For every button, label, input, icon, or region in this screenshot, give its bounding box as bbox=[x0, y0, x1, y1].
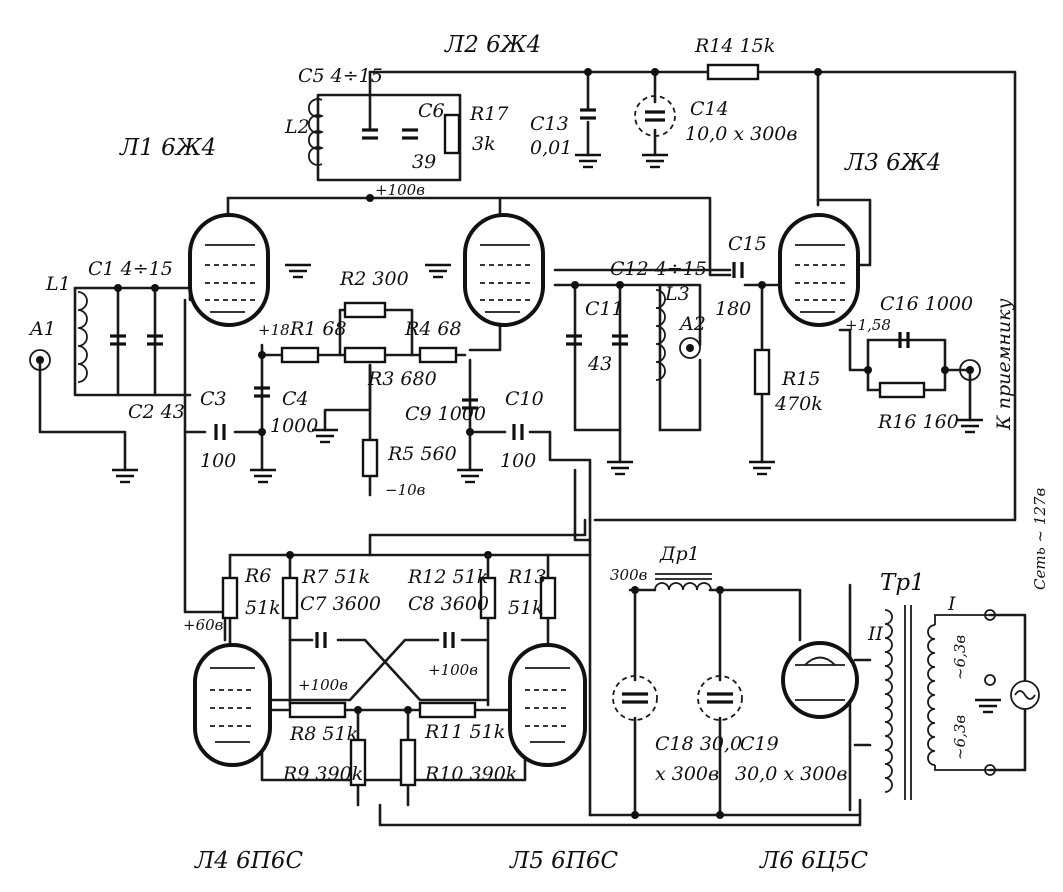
tube-l2-label: Л2 6Ж4 bbox=[444, 32, 541, 58]
c6-label: C6 bbox=[418, 100, 445, 122]
tube-l5-label: Л5 6П6С bbox=[509, 848, 618, 874]
winding-63-a: ~6,3в bbox=[951, 635, 969, 680]
winding-i-label: I bbox=[947, 593, 956, 615]
c10-label: C10 bbox=[505, 388, 544, 410]
c12-label: C12 4÷15 bbox=[610, 258, 707, 280]
r15-value: 470k bbox=[774, 393, 823, 415]
wiring bbox=[38, 70, 1027, 827]
c2-label: C2 43 bbox=[128, 401, 185, 423]
antenna-a1-label: A1 bbox=[28, 318, 56, 340]
choke-dr1 bbox=[654, 573, 712, 591]
c19-label: C19 bbox=[740, 733, 779, 755]
r13-value: 51k bbox=[508, 597, 544, 619]
r6-label: R6 bbox=[244, 565, 271, 587]
c14-label: C14 bbox=[690, 98, 729, 120]
r1-label: R1 68 bbox=[289, 318, 347, 340]
coil-l2 bbox=[308, 98, 324, 166]
r9-label: R9 390k bbox=[282, 763, 363, 785]
tube-l5 bbox=[508, 643, 587, 767]
r14-label: R14 15k bbox=[694, 35, 775, 57]
c14-value: 10,0 x 300в bbox=[685, 123, 797, 145]
r12-label: R12 51k bbox=[407, 566, 488, 588]
tube-l2 bbox=[463, 213, 545, 327]
tube-l6-label: Л6 6Ц5С bbox=[759, 848, 868, 874]
r13-label: R13 bbox=[507, 566, 546, 588]
r10-label: R10 390k bbox=[424, 763, 517, 785]
r4-label: R4 68 bbox=[404, 318, 462, 340]
winding-63-b: ~6,3в bbox=[951, 715, 969, 760]
coil-l3 bbox=[655, 289, 666, 381]
c6-value: 39 bbox=[412, 151, 436, 173]
c1-label: C1 4÷15 bbox=[88, 258, 173, 280]
c4-label: C4 bbox=[282, 388, 309, 410]
resistors bbox=[221, 63, 926, 787]
c7-label: C7 3600 bbox=[300, 593, 381, 615]
r2-label: R2 300 bbox=[339, 268, 409, 290]
coil-l1 bbox=[77, 291, 88, 383]
r15-label: R15 bbox=[781, 368, 820, 390]
r3-label: R3 680 bbox=[367, 368, 437, 390]
c5-label: C5 4÷15 bbox=[298, 65, 383, 87]
mains-label: Сеть ~ 127в bbox=[1031, 488, 1049, 590]
c19-value: 30,0 x 300в bbox=[735, 763, 847, 785]
tube-l3-label: Л3 6Ж4 bbox=[844, 150, 941, 176]
antenna-a2-label: A2 bbox=[678, 313, 706, 335]
r16-label: R16 160 bbox=[877, 411, 959, 433]
r5-label: R5 560 bbox=[387, 443, 457, 465]
c18-label: C18 30,0 bbox=[655, 733, 742, 755]
volt-1-58: +1,58 bbox=[845, 316, 891, 334]
c4-value: 1000 bbox=[270, 415, 318, 437]
c16-label: C16 1000 bbox=[880, 293, 973, 315]
tube-l3 bbox=[778, 213, 860, 327]
c13-value: 0,01 bbox=[530, 137, 572, 159]
c15-label: C15 bbox=[728, 233, 767, 255]
coil-l2-label: L2 bbox=[284, 116, 310, 138]
volt-60-left: +60в bbox=[183, 616, 224, 634]
dr1-label: Др1 bbox=[659, 543, 700, 565]
r17-label: R17 bbox=[469, 103, 509, 125]
c9-label: C9 1000 bbox=[405, 403, 486, 425]
c3-label: C3 bbox=[200, 388, 227, 410]
r7-label: R7 51k bbox=[301, 566, 370, 588]
labels: Л1 6Ж4 Л2 6Ж4 Л3 6Ж4 Л4 6П6С Л5 6П6С Л6 … bbox=[28, 32, 1049, 874]
tube-l4 bbox=[193, 643, 272, 767]
volt-minus10: −10в bbox=[385, 481, 426, 499]
tube-l6 bbox=[781, 641, 859, 719]
coil-l3-label: L3 bbox=[664, 283, 690, 305]
volt-100-b: +100в bbox=[428, 661, 478, 679]
c15-value: 180 bbox=[715, 298, 751, 320]
c8-label: C8 3600 bbox=[408, 593, 489, 615]
grounds bbox=[112, 153, 1001, 714]
volt-100-top: +100в bbox=[375, 181, 425, 199]
c11-value: 43 bbox=[587, 353, 612, 375]
c13-label: C13 bbox=[530, 113, 569, 135]
capacitors bbox=[110, 95, 910, 721]
r8-label: R8 51k bbox=[289, 723, 358, 745]
r17-value: 3k bbox=[472, 133, 496, 155]
c3-value: 100 bbox=[200, 450, 236, 472]
c11-label: C11 bbox=[585, 298, 624, 320]
c18-value: x 300в bbox=[655, 763, 719, 785]
volt-18: +18 bbox=[258, 321, 290, 339]
tube-l1-label: Л1 6Ж4 bbox=[119, 135, 216, 161]
tube-l1 bbox=[188, 213, 270, 327]
volt-100-a: +100в bbox=[298, 676, 348, 694]
winding-ii-label: II bbox=[867, 623, 884, 645]
c10-value: 100 bbox=[500, 450, 536, 472]
connectors bbox=[29, 337, 1040, 776]
tube-l4-label: Л4 6П6С bbox=[194, 848, 303, 874]
output-label: К приемнику bbox=[993, 299, 1015, 432]
r6-value: 51k bbox=[245, 597, 281, 619]
coil-l1-label: L1 bbox=[45, 273, 71, 295]
volt-300: 300в bbox=[610, 566, 648, 584]
r11-label: R11 51k bbox=[424, 721, 505, 743]
transformer-tr1 bbox=[884, 605, 990, 800]
junctions bbox=[114, 68, 949, 819]
tr1-label: Tp1 bbox=[880, 570, 925, 596]
